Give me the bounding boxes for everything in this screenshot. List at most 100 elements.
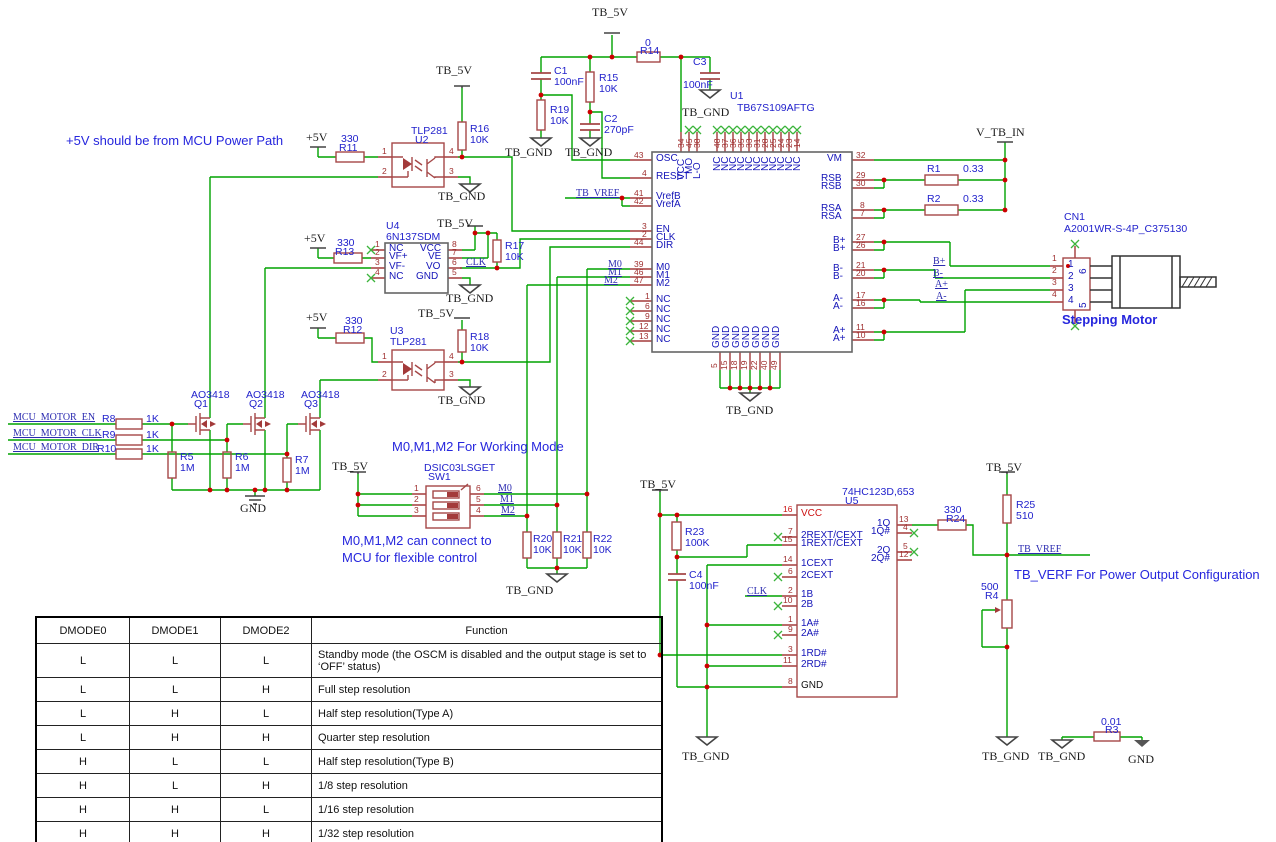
- ref-label: C3: [693, 56, 707, 68]
- note-text: M0,M1,M2 For Working Mode: [392, 439, 564, 454]
- pin-number: 10: [783, 595, 793, 605]
- ref-label: R8: [102, 413, 116, 425]
- pin-name: NC: [656, 294, 671, 305]
- ref-label: 10K: [470, 342, 489, 354]
- power-label: +5V: [304, 231, 326, 245]
- ref-label: 330: [337, 237, 355, 249]
- table-header-cell: Function: [311, 616, 663, 644]
- pin-name: 1CEXT: [801, 558, 834, 569]
- pin-name: A-: [833, 293, 843, 304]
- pin-name: VCC: [801, 508, 823, 519]
- pin-number: 13: [899, 514, 909, 524]
- power-label: TB_5V: [418, 306, 454, 320]
- pin-name: 3: [1068, 283, 1074, 294]
- pin-name: 1RD#: [801, 648, 827, 659]
- pin-number: 5: [476, 494, 481, 504]
- mode-cell: H: [35, 749, 130, 774]
- pin-name: NC: [389, 243, 404, 254]
- mode-cell: L: [220, 643, 312, 678]
- pin-name: NC: [792, 156, 803, 171]
- pin-number: 8: [860, 200, 865, 210]
- ref-label: R4: [985, 590, 999, 602]
- pin-name: 4: [1068, 295, 1074, 306]
- ref-label: 1M: [180, 462, 195, 474]
- pin-name: 1REXT/CEXT: [801, 538, 863, 549]
- net-label: M0: [498, 483, 512, 494]
- pin-number: 3: [788, 644, 793, 654]
- pin-name: NC: [656, 324, 671, 335]
- pin-number: 11: [783, 655, 792, 665]
- power-label: TB_5V: [986, 460, 1022, 474]
- net-label: TB_VREF: [576, 188, 620, 199]
- pin-name: B-: [833, 263, 843, 274]
- pin-name: RSA: [821, 203, 842, 214]
- ref-label: Q1: [194, 398, 209, 410]
- ref-label: 10K: [599, 83, 618, 95]
- pin-number: 8: [788, 676, 793, 686]
- power-label: TB_GND: [1038, 749, 1086, 763]
- pin-stubs-layer: [371, 132, 1076, 688]
- net-label: CLK: [747, 586, 767, 597]
- mode-cell: L: [220, 749, 312, 774]
- ref-label: R3: [1105, 724, 1119, 736]
- mode-cell: H: [220, 773, 312, 798]
- pin-number: 1: [375, 239, 380, 249]
- sw1-dip-switch-body: [425, 485, 471, 529]
- ref-label: 100nF: [689, 580, 719, 592]
- power-label: TB_GND: [446, 291, 494, 305]
- power-label: TB_5V: [332, 459, 368, 473]
- net-label: MCU_MOTOR_DIR: [13, 442, 99, 453]
- mode-cell: L: [220, 701, 312, 726]
- pin-name: VM: [827, 153, 842, 164]
- pin-name: VO: [426, 261, 441, 272]
- pin-name: 2CEXT: [801, 570, 834, 581]
- pin-number: 17: [856, 290, 866, 300]
- pin-number: 26: [856, 240, 866, 250]
- ref-label: R19: [550, 104, 570, 116]
- ref-label: R2: [927, 193, 941, 205]
- pin-number: 15: [719, 360, 729, 370]
- power-label: TB_5V: [640, 477, 676, 491]
- pin-number: 42: [634, 196, 644, 206]
- pin-name: 1B: [801, 589, 814, 600]
- ref-label: R10: [97, 443, 117, 455]
- pin-name: RESET: [656, 171, 690, 182]
- ref-label: CN1: [1064, 211, 1086, 223]
- ref-label: 510: [1016, 510, 1034, 522]
- table-header-cell: DMODE0: [35, 616, 130, 644]
- ref-label: R6: [235, 451, 249, 463]
- pin-number: 11: [856, 322, 865, 332]
- pin-name: 2A#: [801, 628, 819, 639]
- net-label: CLK: [466, 257, 486, 268]
- pin-name: VrefB: [656, 191, 681, 202]
- ic-bodies-layer: [384, 151, 853, 353]
- mode-cell: H: [35, 773, 130, 798]
- pin-name: GND: [771, 325, 782, 348]
- ref-label: 6N137SDM: [386, 231, 441, 243]
- mode-cell: L: [129, 677, 221, 702]
- ref-label: TLP281: [390, 336, 427, 348]
- pin-number: 19: [739, 360, 749, 370]
- pin-number: 4: [476, 505, 481, 515]
- net-label: B+: [933, 256, 946, 267]
- stepping-motor-drawing: [1090, 255, 1217, 309]
- pin-number: 3: [449, 369, 454, 379]
- pin-name: NC: [656, 314, 671, 325]
- pin-number: 20: [856, 268, 866, 278]
- u4-6n137sdm-body: [384, 242, 449, 294]
- pin-name: RSB: [821, 181, 842, 192]
- note-text: TB_VERF For Power Output Configuration: [1014, 567, 1260, 582]
- pin-name: L-O: [692, 162, 703, 179]
- pin-name: 2: [1068, 271, 1074, 282]
- pin-name: 2RD#: [801, 659, 827, 670]
- ref-label: 10K: [593, 544, 612, 556]
- pin-name: GND: [801, 680, 824, 691]
- mode-cell: H: [220, 725, 312, 750]
- pin-number: 8: [452, 239, 457, 249]
- ref-label: R17: [505, 240, 525, 252]
